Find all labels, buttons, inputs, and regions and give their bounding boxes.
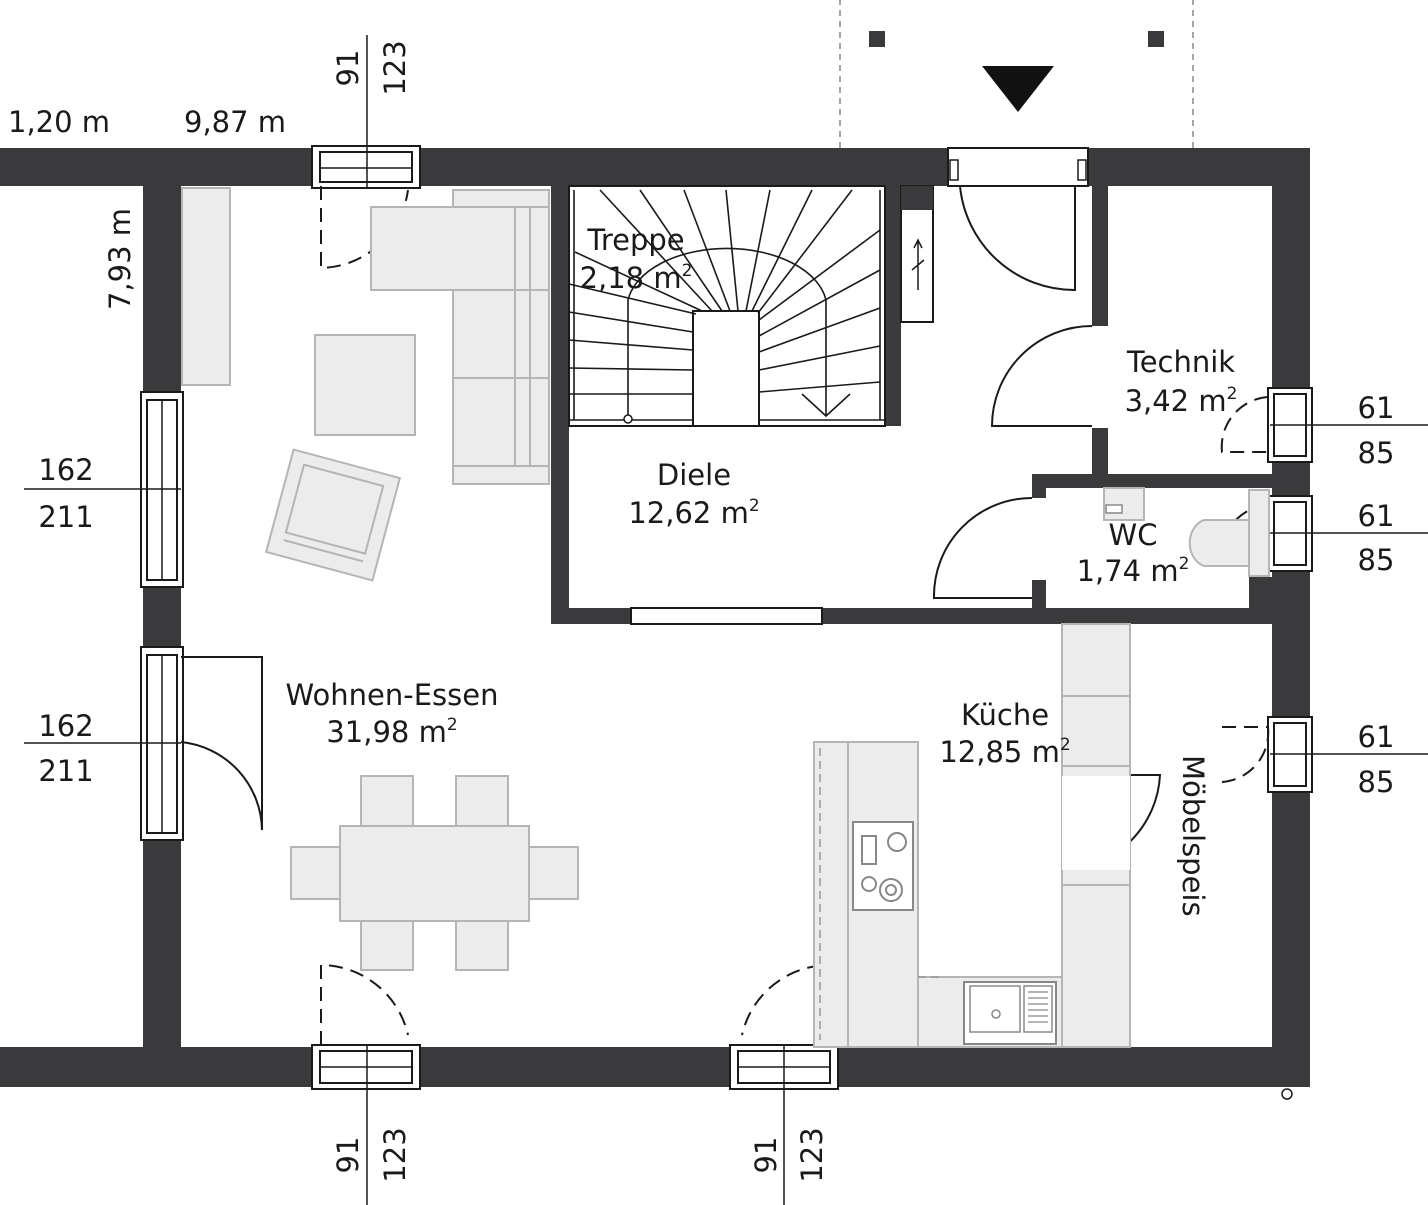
window-swing-technik [1220, 396, 1269, 453]
dining-table [339, 825, 530, 922]
entrance-canopy [839, 0, 1194, 148]
sideboard [181, 187, 231, 386]
room-wohnen-area: 31,98 m2 [326, 715, 457, 749]
left-upper-dim-b: 211 [38, 500, 93, 534]
living-furniture [181, 187, 550, 582]
terrace-door [180, 656, 263, 831]
dining-furniture [290, 775, 579, 971]
coffee-table [314, 334, 416, 436]
left-lower-dim-a: 162 [38, 709, 93, 743]
left-lower-dim-b: 211 [38, 754, 93, 788]
staircase [568, 185, 934, 427]
room-treppe-area: 2,18 m2 [580, 261, 693, 295]
top-window-dim-a: 91 [331, 50, 365, 87]
right-wc-dim-a: 61 [1358, 499, 1395, 533]
room-diele-name: Diele [657, 458, 731, 492]
right-kueche-dim-b: 85 [1358, 765, 1395, 799]
sink [963, 981, 1057, 1045]
diele-opening [630, 607, 823, 625]
kitchen [813, 623, 1131, 1048]
toilet-cistern [1248, 489, 1270, 577]
room-kueche-name: Küche [961, 698, 1049, 732]
room-wc-area: 1,74 m2 [1077, 554, 1190, 588]
room-diele-area: 12,62 m2 [628, 496, 759, 530]
bottom-right-dim-b: 123 [795, 1127, 829, 1182]
entrance-arrow-icon [982, 66, 1054, 112]
window-swing-bottom-left [320, 963, 409, 1045]
dimension-lines [24, 35, 1428, 1205]
left-window-lower [140, 646, 184, 841]
bottom-right-dim-a: 91 [749, 1137, 783, 1174]
sofa-side [452, 289, 550, 485]
width-label: 9,87 m [184, 105, 286, 139]
technik-door [990, 325, 1093, 427]
right-technik-dim-b: 85 [1358, 436, 1395, 470]
room-technik-area: 3,42 m2 [1125, 384, 1238, 418]
right-technik-dim-a: 61 [1358, 391, 1395, 425]
wall-thickness-label: 1,20 m [8, 105, 110, 139]
bottom-window-left [311, 1044, 421, 1090]
room-wc-name: WC [1109, 518, 1158, 552]
entrance-door [959, 185, 1076, 292]
interior-walls [551, 186, 1272, 624]
right-kueche-dim-a: 61 [1358, 720, 1395, 754]
depth-label: 7,93 m [103, 208, 137, 310]
room-wohnen-name: Wohnen-Essen [286, 678, 499, 712]
corner-marker-icon [1281, 1088, 1293, 1100]
exterior-walls [0, 148, 1310, 1087]
left-upper-dim-a: 162 [38, 453, 93, 487]
armchair [264, 448, 402, 582]
wc-door [932, 497, 1033, 599]
right-wc-dim-b: 85 [1358, 543, 1395, 577]
sofa-top [370, 206, 550, 291]
sofa-back [452, 189, 550, 208]
top-window-dim-b: 123 [378, 40, 412, 95]
wash-basin [1103, 487, 1145, 521]
bottom-left-dim-b: 123 [378, 1127, 412, 1182]
toilet-bowl [1188, 519, 1250, 567]
window-swing-kueche [1221, 726, 1270, 783]
entrance-door-frame [947, 147, 1089, 187]
bottom-left-dim-a: 91 [331, 1137, 365, 1174]
top-window [311, 145, 421, 189]
room-treppe-name: Treppe [586, 223, 684, 257]
wc-fixtures [1103, 487, 1270, 577]
room-kueche-area: 12,85 m2 [939, 735, 1070, 769]
room-technik-name: Technik [1126, 345, 1235, 379]
room-moebelspeis-name: Möbelspeis [1176, 755, 1210, 917]
